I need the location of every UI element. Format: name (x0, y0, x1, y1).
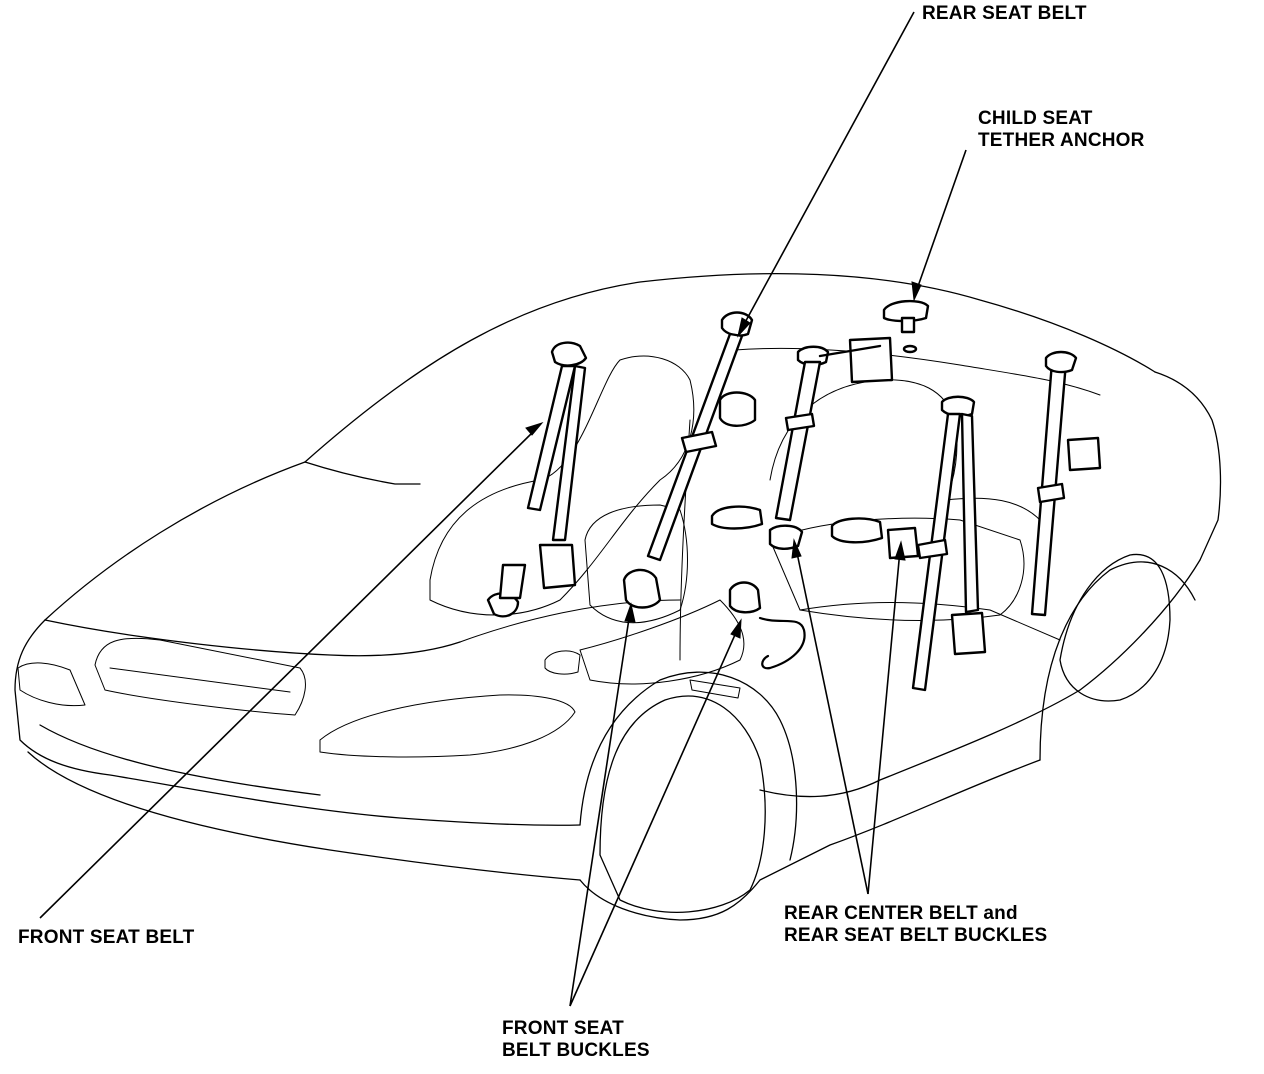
front-belt-lower-anchor (486, 592, 520, 618)
passenger-belt-guide (680, 430, 718, 454)
rear-buckle-right (830, 517, 884, 544)
label-rear-seat-belt: REAR SEAT BELT (922, 3, 1087, 25)
rear-belt-retractor (950, 611, 987, 656)
leader-front-buckles-1 (569, 611, 631, 1007)
seat-belt-parts (486, 299, 1102, 692)
label-front-seat-belt: FRONT SEAT BELT (18, 927, 194, 949)
front-belt-webbing (526, 364, 577, 512)
grille-inner (109, 667, 291, 693)
bumper-crease (39, 724, 321, 796)
arrow-child-seat (911, 281, 922, 302)
rear-quarter (1079, 559, 1201, 691)
arrow-rear-center-1 (791, 538, 802, 559)
front-seat-belt-assembly (486, 341, 588, 618)
side-sill (579, 759, 1041, 921)
child-seat-tether-anchor (882, 299, 930, 354)
hood-front (44, 619, 461, 657)
rear-buckle-left (710, 505, 764, 530)
arrow-rear-center-2 (894, 540, 906, 561)
trunk-deck (1154, 371, 1222, 561)
left-headlight (17, 662, 86, 707)
passenger-belt-retractor (718, 391, 757, 427)
label-child-seat-tether-anchor: CHILD SEAT TETHER ANCHOR (978, 108, 1145, 152)
front-buckle-parts (622, 568, 806, 670)
door-bottom (759, 689, 1081, 798)
label-child-seat-line2: TETHER ANCHOR (978, 130, 1145, 151)
leader-front-seat-belt (39, 429, 536, 919)
label-front-seat-belt-text: FRONT SEAT BELT (18, 927, 195, 948)
front-buckle-right (728, 581, 762, 614)
rear-belt-far-anchor (1044, 350, 1078, 374)
front-buckle-wire (758, 616, 806, 670)
label-rear-center-line1: REAR CENTER BELT and (784, 903, 1018, 924)
label-rear-center-line2: REAR SEAT BELT BUCKLES (784, 925, 1048, 946)
leader-rear-seat-belt (741, 11, 915, 329)
arrow-rear-seat-belt (737, 317, 751, 338)
front-belt-tongue (498, 563, 527, 600)
rear-buckle-center (768, 524, 804, 550)
tether-anchor-bracket (882, 299, 930, 323)
passenger-belt-upper-anchor (720, 311, 754, 337)
rear-belt-webbing-b (960, 412, 980, 614)
rear-wheel-arch (1039, 561, 1196, 761)
console (579, 599, 745, 685)
rear-center-guide (784, 412, 816, 432)
leader-lines (39, 11, 967, 1007)
roof-line (304, 272, 1156, 463)
front-buckle-left (622, 568, 662, 609)
rear-belt-far-retractor (1066, 436, 1102, 472)
front-seat-left (429, 355, 695, 616)
label-rear-center-belt-and-buckles: REAR CENTER BELT and REAR SEAT BELT BUCK… (784, 903, 1047, 947)
grille (94, 637, 306, 716)
arrow-front-seat-belt (525, 422, 544, 436)
arrow-front-buckles-2 (730, 618, 742, 639)
front-belt-webbing-2 (551, 364, 587, 542)
windshield-base (304, 461, 421, 485)
label-front-buckles-line2: BELT BUCKLES (502, 1040, 650, 1061)
label-child-seat-line1: CHILD SEAT (978, 108, 1093, 129)
front-tire (599, 695, 766, 913)
label-front-buckles-line1: FRONT SEAT (502, 1018, 624, 1039)
front-passenger-belt-assembly (646, 311, 757, 562)
leader-child-seat (915, 149, 967, 293)
right-headlight (319, 694, 576, 758)
label-rear-seat-belt-text: REAR SEAT BELT (922, 3, 1087, 24)
rear-shelf (734, 347, 1101, 396)
rear-belt-far-guide (1036, 482, 1066, 504)
label-front-seat-belt-buckles: FRONT SEAT BELT BUCKLES (502, 1018, 650, 1062)
front-wheel-arch (579, 671, 798, 861)
front-seat-right (584, 504, 688, 624)
arrow-front-buckles-1 (624, 602, 636, 623)
rear-center-belt-assembly (710, 336, 920, 560)
rear-belt-guide (916, 538, 949, 560)
rear-center-retractor (848, 336, 894, 384)
leader-rear-center-1 (795, 547, 869, 895)
tether-anchor-bolt (900, 316, 916, 334)
front-belt-retractor (538, 543, 577, 590)
leader-rear-center-2 (867, 549, 901, 895)
hood-edge (44, 461, 306, 621)
rear-buckle-right-2 (886, 526, 920, 560)
front-nose (14, 619, 581, 826)
rear-center-webbing (774, 360, 822, 522)
rear-belt-upper-anchor (940, 395, 976, 418)
front-belt-upper-anchor (550, 341, 588, 367)
door-handle-front (689, 679, 741, 699)
rear-center-anchor (796, 345, 830, 366)
rear-center-track (818, 344, 882, 358)
rear-seat-belt-assembly (911, 350, 1102, 692)
leader-front-buckles-2 (569, 627, 739, 1007)
rear-tire (1059, 553, 1171, 702)
side-mirror (544, 650, 581, 675)
tether-anchor-hole (902, 344, 918, 354)
front-bumper-lower (27, 751, 581, 881)
